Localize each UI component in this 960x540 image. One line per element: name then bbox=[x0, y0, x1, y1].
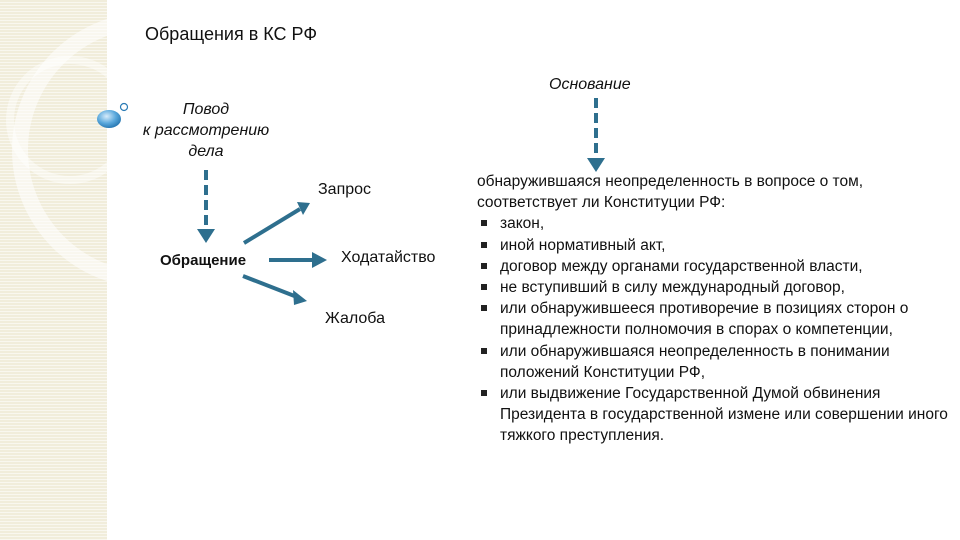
grounds-list: обнаружившаяся неопределенность в вопрос… bbox=[477, 171, 952, 447]
list-item: договор между органами государственной в… bbox=[477, 256, 952, 277]
decorative-swirl bbox=[6, 12, 288, 288]
page-title: Обращения в КС РФ bbox=[145, 24, 318, 44]
form-request: Запрос bbox=[318, 181, 372, 198]
form-petition: Ходатайство bbox=[341, 249, 436, 266]
list-item: иной нормативный акт, bbox=[477, 235, 952, 256]
form-complaint: Жалоба bbox=[325, 310, 385, 327]
list-item: или обнаружившаяся неопределенность в по… bbox=[477, 341, 952, 383]
list-item: не вступивший в силу международный догов… bbox=[477, 277, 952, 298]
list-item: или выдвижение Государственной Думой обв… bbox=[477, 383, 952, 447]
reason-line: к рассмотрению bbox=[142, 122, 270, 139]
list-item: или обнаружившееся противоречие в позици… bbox=[477, 298, 952, 340]
grounds-items: закон, иной нормативный акт, договор меж… bbox=[477, 213, 952, 446]
basis-label: Основание bbox=[549, 76, 631, 93]
reason-line: Повод bbox=[182, 101, 230, 118]
reason-line: дела bbox=[188, 143, 224, 160]
grounds-intro: обнаружившаяся неопределенность в вопрос… bbox=[477, 173, 864, 212]
appeal-node: Обращение bbox=[160, 252, 247, 269]
dashed-arrow-osnovanie bbox=[587, 98, 605, 172]
reason-label: Повод к рассмотрению дела bbox=[126, 99, 286, 162]
list-item: закон, bbox=[477, 213, 952, 234]
